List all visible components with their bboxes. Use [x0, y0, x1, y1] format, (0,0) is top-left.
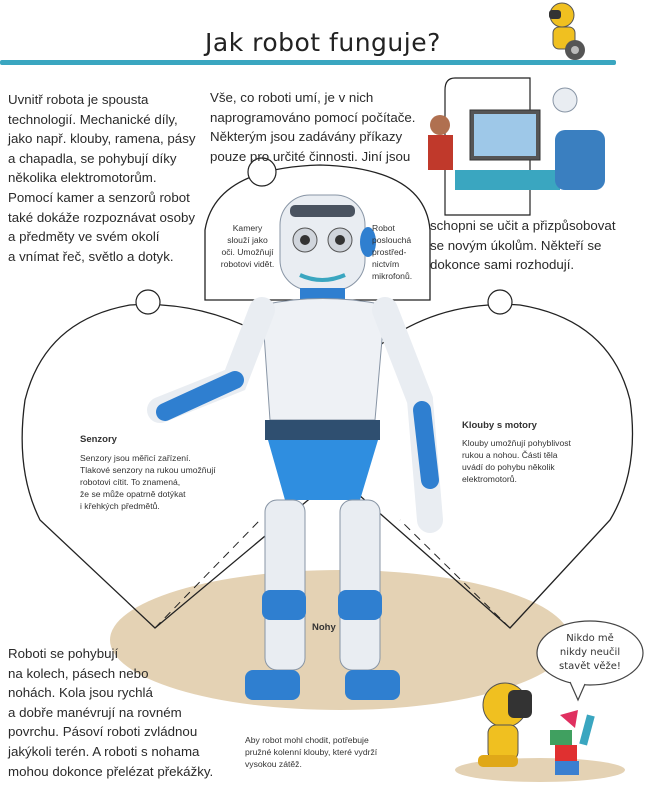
humanoid-robot [147, 194, 443, 700]
dashed-line [154, 519, 261, 629]
legs-body: Aby robot mohl chodit, potřebuje pružné … [245, 735, 378, 769]
programmer-scene-illustration [428, 77, 605, 216]
wheeled-mascot-robot [549, 2, 585, 60]
cameras-caption: Kamery slouží jako oči. Umožňují robotov… [220, 223, 275, 269]
dashed-line [399, 519, 511, 629]
legs-title: Nohy [312, 622, 336, 633]
speech-bubble-shape [536, 620, 644, 702]
intro-left-paragraph: Uvnitř robota je spousta technologií. Me… [8, 92, 196, 264]
speech-bubble-text: Nikdo mě nikdy neučil stavět věže! [559, 633, 621, 672]
joints-body: Klouby umožňují pohyblivost rukou a noho… [462, 438, 571, 484]
tower-building-mascot [455, 682, 625, 782]
microphones-caption: Robot poslouchá prostřed- nictvím mikrof… [372, 223, 413, 281]
joints-title: Klouby s motory [462, 420, 537, 431]
sensors-body: Senzory jsou měřicí zařízení. Tlakové se… [80, 453, 216, 511]
joints-flap [324, 303, 634, 629]
locomotion-paragraph: Roboti se pohybují na kolech, pásech neb… [8, 646, 214, 779]
page-title: Jak robot funguje? [205, 28, 441, 57]
sensors-title: Senzory [80, 434, 117, 445]
intro-middle-paragraph: Vše, co roboti umí, je v nich naprogramo… [210, 90, 416, 164]
intro-right-paragraph: schopni se učit a přizpůsobovat se novým… [430, 218, 616, 273]
flap-tab [487, 289, 513, 315]
title-underline [0, 60, 616, 65]
flap-tab [135, 289, 161, 315]
flap-tab [247, 157, 277, 187]
sensors-flap [21, 303, 351, 629]
head-flap [204, 164, 431, 301]
